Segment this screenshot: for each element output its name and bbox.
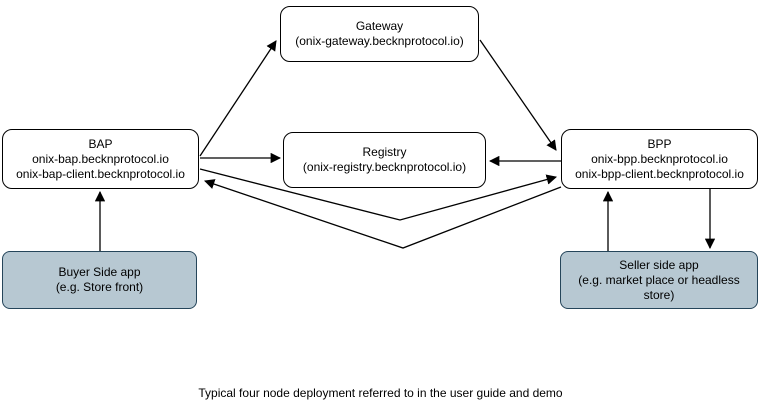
node-registry-title: Registry <box>362 145 407 159</box>
node-buyer-side-app-title: Buyer Side app <box>58 265 141 279</box>
edge-bpp-to-bap <box>204 179 562 249</box>
diagram-caption: Typical four node deployment referred to… <box>198 386 563 400</box>
edge-bap-to-gateway <box>199 40 277 157</box>
node-buyer-side-app-subtitle: (e.g. Store front) <box>55 280 144 294</box>
node-registry: Registry (onix-registry.becknprotocol.io… <box>283 132 486 188</box>
node-seller-side-app-title: Seller side app <box>619 257 699 272</box>
node-bap-domain-1: onix-bap.becknprotocol.io <box>32 151 169 166</box>
node-bap-title: BAP <box>88 136 113 151</box>
node-seller-side-app: Seller side app (e.g. market place or he… <box>560 251 758 309</box>
node-bpp-domain-1: onix-bpp.becknprotocol.io <box>591 151 728 166</box>
edge-gateway-to-bpp <box>479 39 557 151</box>
edge-bap-to-bpp <box>199 168 558 221</box>
node-gateway-title: Gateway <box>355 19 404 33</box>
node-bpp-domain-2: onix-bpp-client.becknprotocol.io <box>575 166 744 181</box>
node-buyer-side-app: Buyer Side app (e.g. Store front) <box>2 251 197 309</box>
node-registry-subtitle: (onix-registry.becknprotocol.io) <box>302 160 467 174</box>
node-gateway-subtitle: (onix-gateway.becknprotocol.io) <box>295 34 464 48</box>
node-gateway: Gateway (onix-gateway.becknprotocol.io) <box>280 6 479 62</box>
node-bap: BAP onix-bap.becknprotocol.io onix-bap-c… <box>2 129 199 189</box>
node-bap-domain-2: onix-bap-client.becknprotocol.io <box>16 166 185 181</box>
node-seller-side-app-subtitle: (e.g. market place or headless store) <box>578 272 740 302</box>
node-bpp-title: BPP <box>647 136 672 151</box>
node-bpp: BPP onix-bpp.becknprotocol.io onix-bpp-c… <box>561 129 758 189</box>
